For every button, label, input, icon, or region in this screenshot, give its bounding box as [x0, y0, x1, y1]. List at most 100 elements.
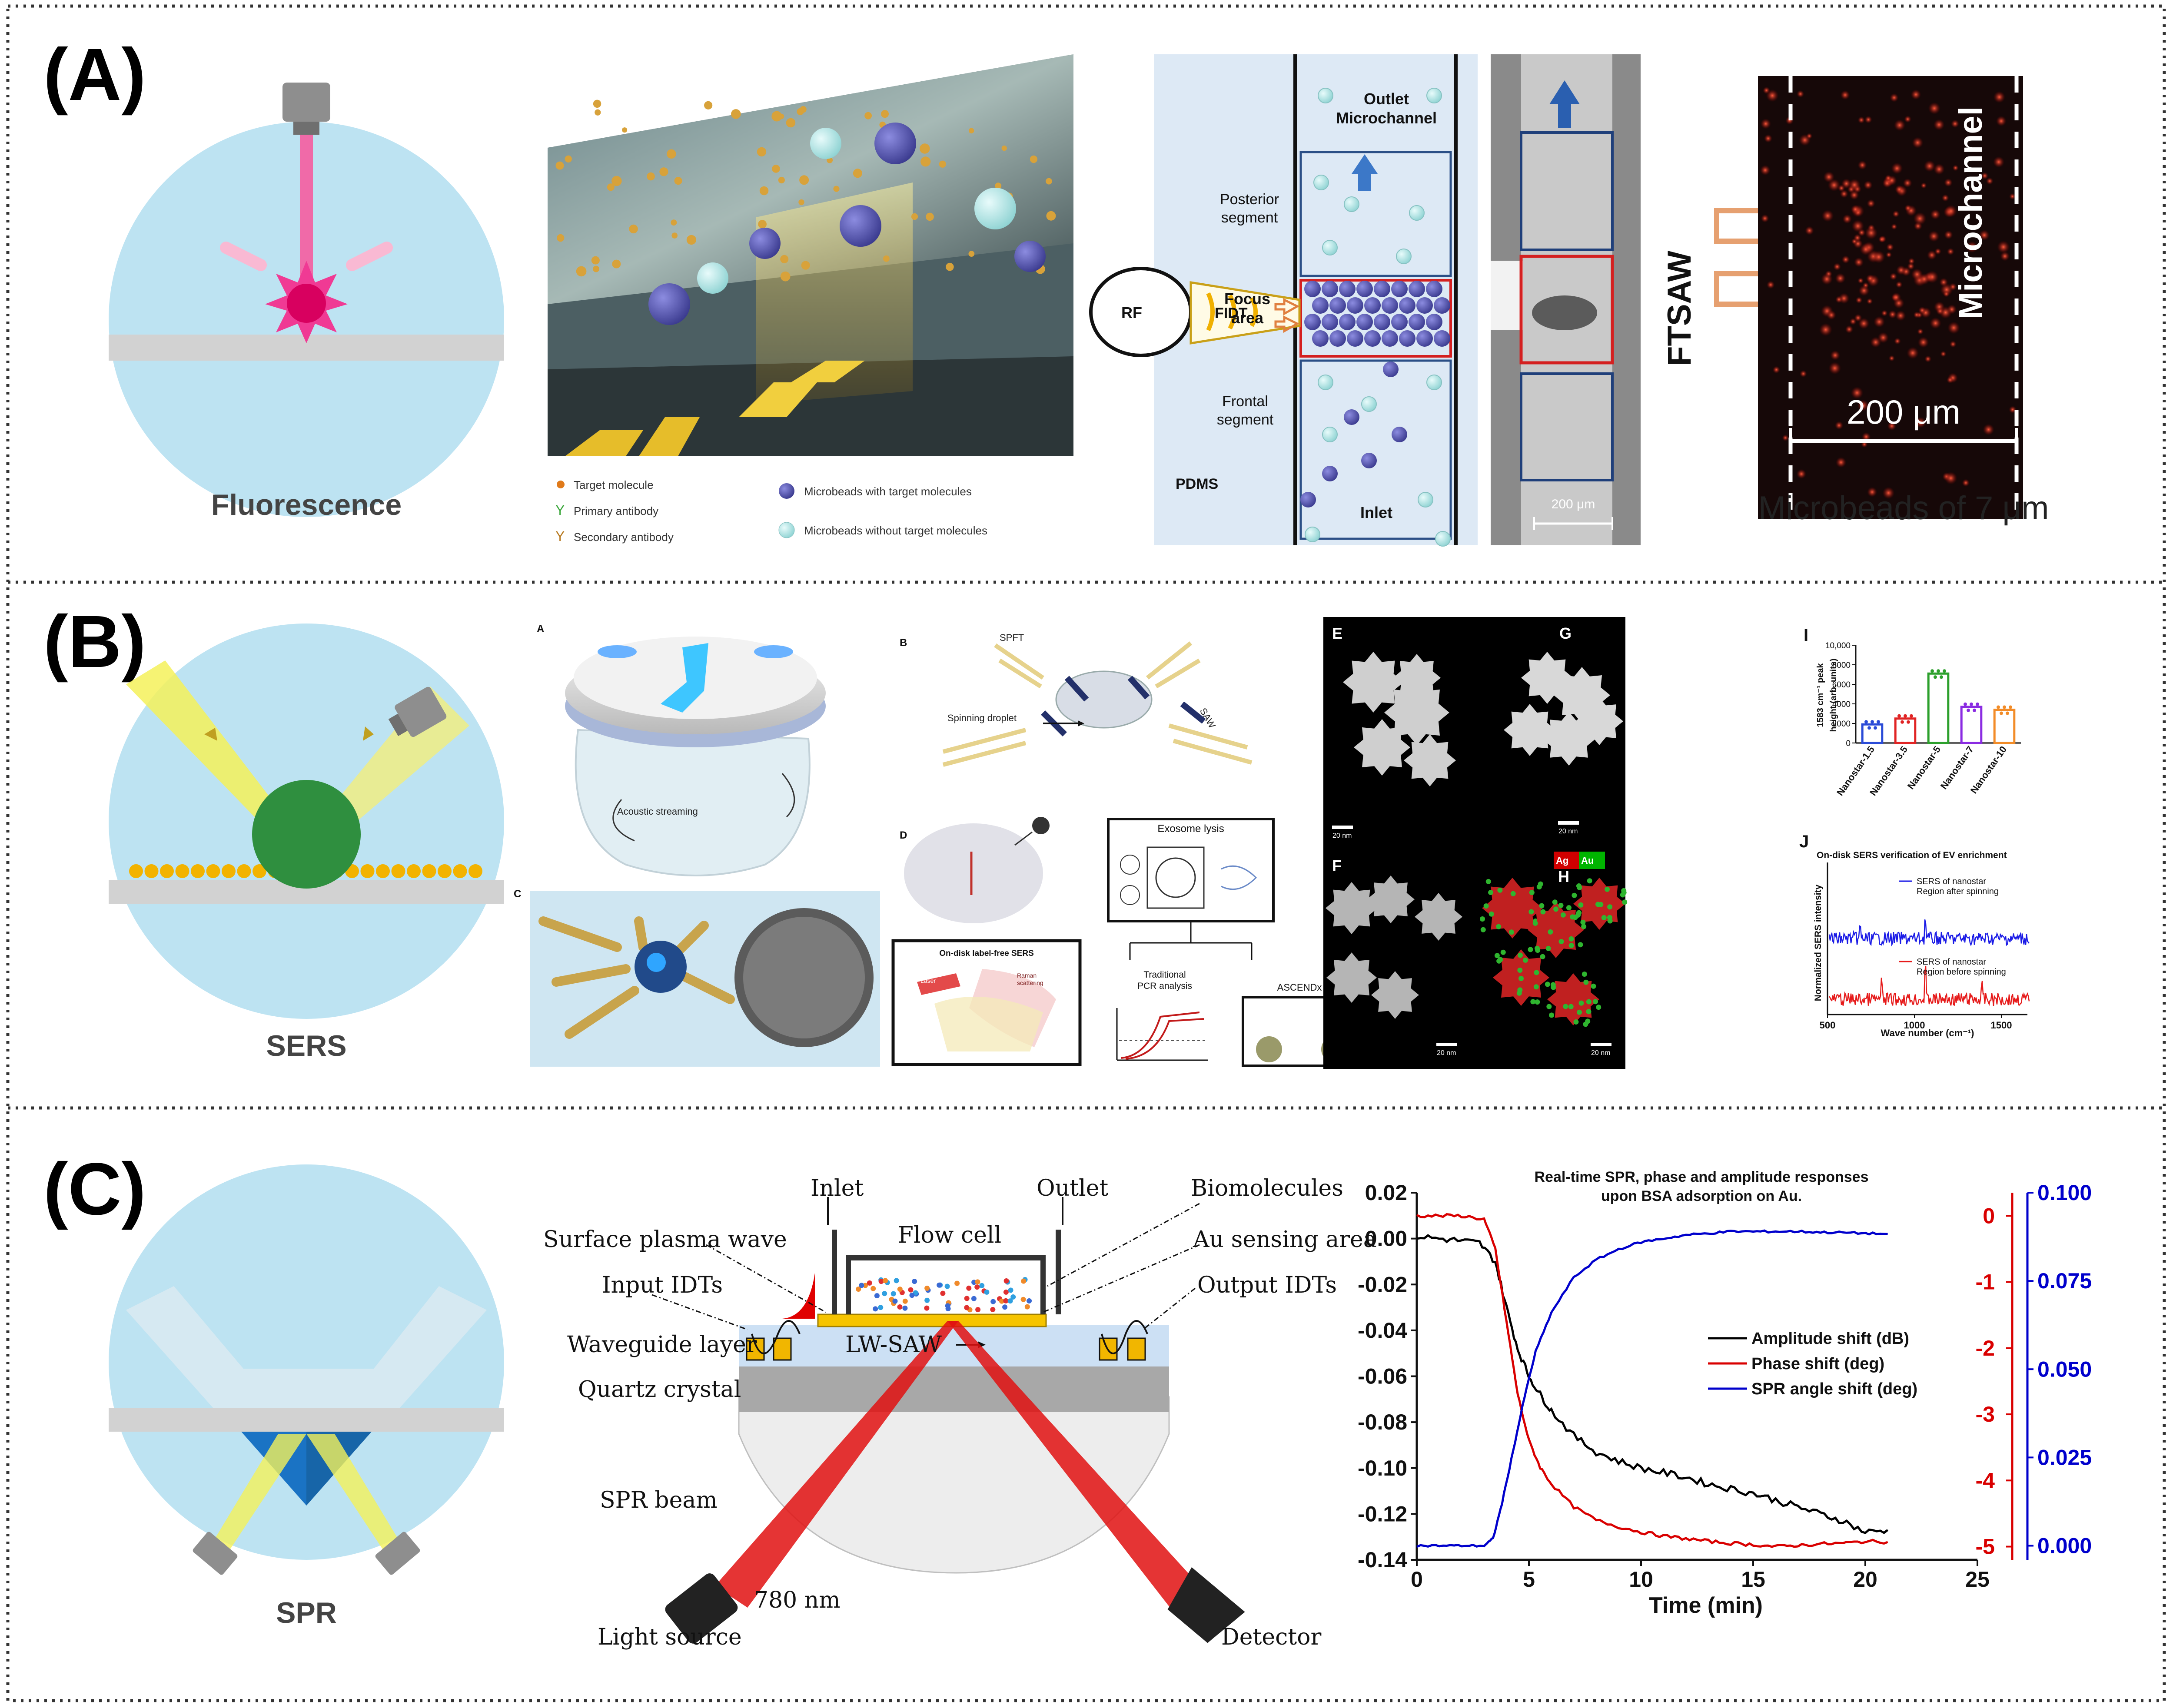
spectra-xlabel: Wave number (cm⁻¹): [1881, 1028, 1974, 1038]
right-ytick-label: 0.050: [2037, 1357, 2092, 1381]
legend-before-text: SERS of nanostar: [1917, 957, 1986, 967]
spft-label: SPFT: [1000, 632, 1024, 643]
sub-c-label: C: [514, 888, 521, 900]
biomolecules-label: Biomolecules: [1191, 1175, 1343, 1201]
bar-point: [1871, 720, 1874, 724]
bar-ytick-label: 2000: [1832, 720, 1851, 729]
sub-d-label: D: [900, 829, 907, 841]
legend-primary-antibody: Primary antibody: [574, 504, 658, 517]
bar-category-label: Nanostar-5: [1905, 744, 1943, 791]
spr-response-chart: Real-time SPR, phase and amplitude respo…: [1358, 1169, 2092, 1618]
input-idts-label: Input IDTs: [602, 1272, 723, 1298]
bar-ytick-label: 8000: [1832, 661, 1851, 670]
bar-point: [1897, 714, 1901, 718]
bar-point: [2006, 711, 2009, 715]
scalebar-e: 20 nm: [1332, 832, 1352, 839]
sers-spectra-chart: JOn-disk SERS verification of EV enrichm…: [1799, 832, 2030, 1038]
mid-ytick-label: -2: [1976, 1336, 1995, 1360]
bar-ytick-label: 6000: [1832, 680, 1851, 690]
bar-point: [1937, 669, 1940, 673]
spectrum-before: [1828, 965, 2030, 1007]
spr-beam-label: SPR beam: [600, 1487, 718, 1513]
legend-after-text: Region after spinning: [1917, 887, 1999, 896]
bar-point: [2000, 711, 2003, 715]
bar-point: [1877, 720, 1880, 724]
panel-a: (A) Fluorescence Target molecule: [43, 33, 2049, 547]
workflow-schematic: [891, 817, 1359, 1067]
ag-label: Ag: [1556, 855, 1568, 866]
left-ytick-label: -0.08: [1358, 1410, 1407, 1434]
xtick-label: 0: [1411, 1567, 1423, 1592]
fluorescence-icon: [109, 83, 504, 517]
sers-label: SERS: [266, 1029, 346, 1062]
schem-outlet-label: Outlet: [1037, 1175, 1108, 1201]
bar-ylabel: 1583 cm⁻¹ peak: [1816, 663, 1825, 727]
bar-point: [1874, 726, 1877, 730]
panel-b-label: (B): [43, 600, 146, 683]
bar-point: [1940, 675, 1943, 679]
bar-point: [1910, 714, 1913, 718]
mid-ytick-label: -5: [1976, 1535, 1995, 1559]
ascendx-label: ASCENDx: [1277, 982, 1322, 993]
lw-saw-label: LW-SAW: [845, 1332, 942, 1358]
spectra-xtick-label: 500: [1820, 1020, 1836, 1031]
legend-beads-without-target: Microbeads without target molecules: [804, 524, 987, 537]
left-ytick-label: -0.10: [1358, 1456, 1407, 1480]
bar: [1861, 723, 1884, 744]
xtick-label: 20: [1853, 1567, 1877, 1592]
left-ytick-label: -0.02: [1358, 1272, 1407, 1297]
output-idts-label: Output IDTs: [1197, 1272, 1337, 1298]
spectra-ylabel: Normalized SERS intensity: [1813, 884, 1823, 1001]
ag-tag: [1554, 852, 1579, 869]
bar-ylabel: height (arb. units): [1829, 659, 1838, 732]
acoustic-device-render: [565, 637, 826, 876]
flow-cell-label: Flow cell: [898, 1222, 1001, 1248]
x-axis-label: Time (min): [1649, 1593, 1763, 1618]
tem-label-e: E: [1332, 624, 1342, 642]
laser-label: Laser: [920, 977, 936, 984]
image-scale-label: 200 μm: [1847, 393, 1960, 431]
on-disk-sers-label: On-disk label-free SERS: [939, 949, 1034, 958]
secondary-antibody-icon: Y: [555, 528, 565, 544]
spectra-panel-label: J: [1799, 832, 1809, 851]
fluorescence-label: Fluorescence: [211, 488, 402, 521]
lw-saw-schematic: [651, 1197, 1245, 1644]
legend-after-text: SERS of nanostar: [1917, 877, 1986, 886]
tem-label-f: F: [1332, 857, 1342, 875]
mid-ytick-label: -1: [1976, 1270, 1995, 1294]
spr-icon: [109, 1164, 504, 1575]
render-legend: Target molecule Y Primary antibody Y Sec…: [555, 478, 987, 544]
bar-category-label: Nanostar-7: [1938, 744, 1976, 791]
au-tag: [1579, 852, 1605, 869]
mid-ytick-label: -4: [1976, 1468, 1995, 1492]
scalebar-g: 20 nm: [1558, 828, 1578, 835]
sub-b-label: B: [900, 637, 907, 649]
scalebar-f: 20 nm: [1437, 1049, 1456, 1057]
bar-point: [1904, 714, 1907, 718]
bar-point: [1934, 675, 1937, 679]
bar-point: [2003, 705, 2006, 709]
tem-label-g: G: [1559, 624, 1572, 642]
tem-images: [1323, 617, 1628, 1069]
fluorescence-image: [1758, 76, 2023, 519]
bar-point: [1997, 705, 2000, 709]
bar-ytick-label: 10,000: [1825, 641, 1851, 650]
au-sensing-area-label: Au sensing area: [1193, 1227, 1377, 1253]
bead-with-target-icon: [779, 483, 794, 499]
bar-point: [1867, 726, 1871, 730]
left-ytick-label: -0.14: [1358, 1548, 1407, 1572]
exosome-lysis-label: Exosome lysis: [1157, 823, 1224, 835]
primary-antibody-icon: Y: [555, 502, 565, 518]
bar-point: [1976, 702, 1979, 706]
spft-schematic: [942, 641, 1253, 767]
legend-secondary-antibody: Secondary antibody: [574, 531, 674, 544]
panel-c-label: (C): [43, 1148, 146, 1230]
sers-icon: [109, 624, 504, 1019]
chart-title: Real-time SPR, phase and amplitude respo…: [1534, 1169, 1868, 1204]
